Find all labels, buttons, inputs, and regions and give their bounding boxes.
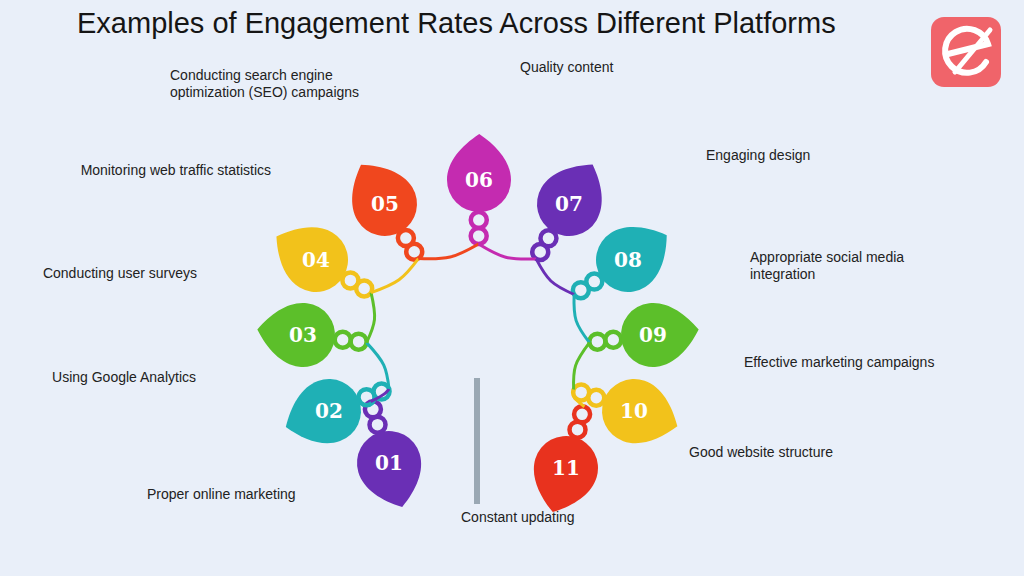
chain-arc	[371, 259, 418, 293]
chain-ring	[356, 281, 372, 297]
chain-arc	[367, 343, 389, 389]
callout-number: 07	[521, 156, 617, 252]
chain-arc	[573, 390, 584, 407]
logo	[931, 17, 1001, 87]
callout-number: 04	[268, 212, 364, 308]
callout-number: 10	[586, 363, 682, 459]
chain-arc	[536, 259, 574, 295]
item-label: Appropriate social media integration	[750, 249, 935, 284]
chain-ring	[574, 406, 590, 422]
item-label: Conducting search engine optimization (S…	[170, 67, 385, 102]
callout-number: 01	[341, 415, 437, 511]
item-label: Good website structure	[689, 444, 833, 462]
petal-node: 10Good website structure	[586, 363, 682, 459]
chain-ring	[605, 332, 621, 348]
item-label: Using Google Analytics	[52, 369, 196, 387]
chain-ring	[471, 228, 487, 244]
chain-arc	[367, 293, 375, 343]
chain-arc	[371, 389, 389, 402]
chain-ring	[351, 334, 367, 350]
callout-number: 05	[337, 156, 433, 252]
item-label: Effective marketing campaigns	[744, 354, 934, 372]
item-label: Engaging design	[706, 147, 810, 165]
callout-number: 09	[605, 287, 701, 383]
chain-links	[335, 212, 622, 438]
petal-node: 06Quality content	[431, 132, 527, 228]
chain-arc	[574, 343, 590, 390]
petal-node: 11Constant updating	[518, 420, 614, 516]
chain-ring	[471, 212, 487, 228]
item-label: Conducting user surveys	[43, 265, 197, 283]
petal-node: 08Appropriate social media integration	[580, 212, 676, 308]
petal-node: 01Proper online marketing	[341, 415, 437, 511]
item-label: Quality content	[520, 59, 613, 77]
petal-node: 05Conducting search engine optimization …	[337, 156, 433, 252]
callout-number: 08	[580, 212, 676, 308]
chain-arc	[479, 244, 536, 259]
title: Examples of Engagement Rates Across Diff…	[77, 7, 836, 40]
callout-number: 02	[281, 363, 377, 459]
petal-node: 04Monitoring web traffic statistics	[268, 212, 364, 308]
stem	[474, 378, 480, 504]
callout-number: 03	[255, 287, 351, 383]
chain-arc	[418, 244, 478, 259]
chain-ring	[335, 332, 351, 348]
item-label: Monitoring web traffic statistics	[81, 162, 271, 180]
petal-node: 09Effective marketing campaigns	[605, 287, 701, 383]
petal-node: 02Using Google Analytics	[281, 363, 377, 459]
petal-node: 03Conducting user surveys	[255, 287, 351, 383]
callout-number: 06	[431, 132, 527, 228]
callout-number: 11	[518, 420, 614, 516]
item-label: Constant updating	[461, 509, 575, 527]
chain-ring	[589, 334, 605, 350]
item-label: Proper online marketing	[147, 486, 296, 504]
chain-arc	[574, 294, 589, 342]
petal-node: 07Engaging design	[521, 156, 617, 252]
